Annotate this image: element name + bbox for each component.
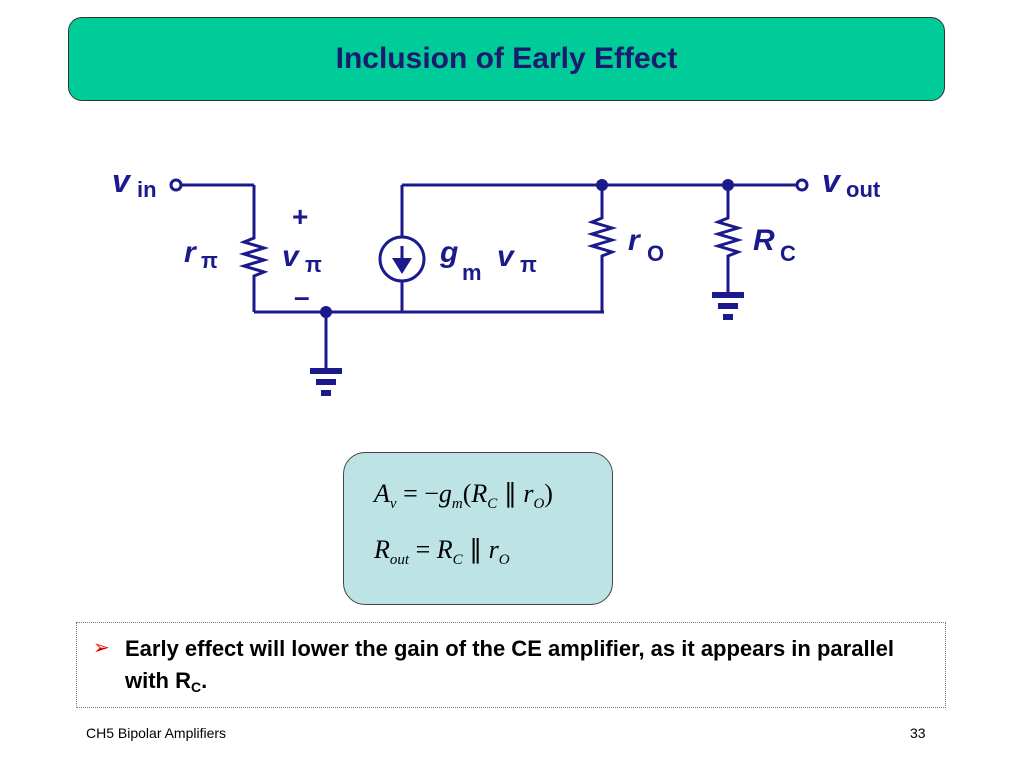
bullet-text: Early effect will lower the gain of the … [125,633,925,703]
gain-sub: v [389,496,397,512]
ro-resistor [586,212,618,262]
rc-symbol: R [436,535,453,564]
gm-sub: m [451,496,463,512]
slide-title: Inclusion of Early Effect [335,42,678,75]
ro-sub: O [498,552,510,568]
vout-label: v [822,163,842,199]
rc-sub: C [452,552,463,568]
gain-equals: = − [396,479,439,508]
gm-sub: m [462,260,482,285]
vin-sub: in [137,177,157,202]
parallel-operator: ∥ [497,479,524,508]
vout-terminal [795,178,809,192]
rc-label: R [753,224,775,257]
close-paren: ) [544,479,553,508]
source-arrow-head [392,258,412,274]
rout-sub: out [389,552,410,568]
gain-equation: Av = −gm(RC ∥ rO) [374,479,553,513]
ro-symbol: r [523,479,534,508]
vout-sub: out [846,177,881,202]
gain-symbol: A [374,479,390,508]
vpi-sub: π [305,252,322,277]
ro-symbol: r [488,535,499,564]
vin-label: v [112,163,132,199]
vin-terminal [169,178,183,192]
minus-sign: – [294,281,310,312]
rc-resistor [712,212,744,262]
bullet-sub: C [191,679,202,695]
ground-symbol-right [712,292,744,320]
open-paren: ( [462,479,472,508]
gm-v-sub: π [520,252,537,277]
title-banner: Inclusion of Early Effect [68,17,945,101]
footer-course: CH5 Bipolar Amplifiers [86,725,227,741]
ground-symbol-left [310,368,342,396]
rout-equals: = [409,535,437,564]
gm-symbol: g [438,479,452,508]
ro-sub: O [647,241,664,266]
bullet-body: Early effect will lower the gain of the … [125,636,895,693]
plus-sign: + [292,201,308,232]
rout-equation: Rout = RC ∥ rO [374,535,510,569]
gm-v-label: v [497,240,516,273]
rpi-label: r [184,236,198,269]
bullet-end: . [201,668,208,693]
vpi-label: v [282,240,301,273]
parallel-operator: ∥ [462,535,489,564]
small-signal-circuit: .w { stroke:#1a1a8c; stroke-width:3; fil… [112,163,881,396]
rc-sub: C [780,241,796,266]
rout-symbol: R [374,535,390,564]
rc-symbol: R [471,479,488,508]
rc-sub: C [487,496,498,512]
bullet-box: ➢ Early effect will lower the gain of th… [76,622,946,708]
ro-label: r [628,224,642,257]
bullet-arrow-icon: ➢ [93,637,110,659]
gm-label: g [439,236,458,269]
rpi-sub: π [201,248,218,273]
ro-sub: O [533,496,545,512]
page-number: 33 [910,725,926,741]
formula-box: Av = −gm(RC ∥ rO) Rout = RC ∥ rO [343,452,613,605]
rpi-resistor [238,232,270,282]
